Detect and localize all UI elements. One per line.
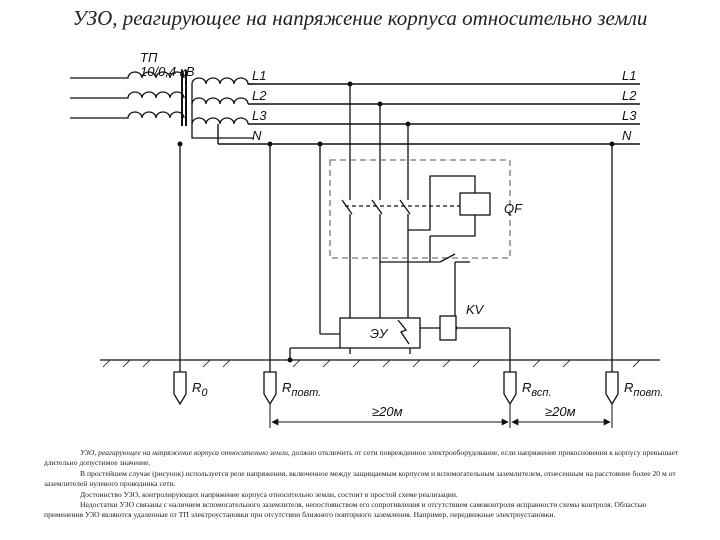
caption-text: УЗО, реагирующее на напряжение корпуса о… [44,448,684,521]
distance-dimensions [269,404,613,428]
phase-label-left-l2: L2 [252,88,267,103]
transformer-rating: 10/0,4 кВ [140,64,195,79]
ground-surface [100,359,660,368]
circuit-diagram: ТП 10/0,4 кВ L1 L2 L3 N L1 L2 L3 N QF KV… [70,50,663,428]
bus-lines [217,83,640,145]
ground-label-rpovt-right: Rповт. [624,380,663,399]
ground-label-rvsp: Rвсп. [522,380,552,399]
ground-electrode-rpovt-left [263,371,277,406]
caption-lead: УЗО, реагирующее на напряжение корпуса о… [80,448,290,457]
page-title: УЗО, реагирующее на напряжение корпуса о… [72,6,648,30]
phase-label-right-l3: L3 [622,108,637,123]
transformer-label: ТП [140,50,158,65]
phase-label-left-l1: L1 [252,68,266,83]
caption-paragraph-4: Недостатки УЗО связаны с наличием вспомо… [44,500,647,520]
ground-label-rpovt-left: Rповт. [282,380,321,399]
ground-label-r0: R0 [192,380,208,399]
caption-paragraph-1: УЗО, реагирующее на напряжение корпуса о… [44,448,684,469]
distance-label-1: ≥20м [372,404,403,419]
phase-label-right-l2: L2 [622,88,637,103]
relay-label: KV [466,302,485,317]
phase-label-left-n: N [252,128,262,143]
caption-p1-rest: должно отключить от сети поврежденное эл… [44,448,679,468]
breaker-label: QF [504,201,523,216]
phase-label-right-n: N [622,128,632,143]
distance-label-2: ≥20м [545,404,576,419]
device-label: ЭУ [370,326,389,341]
phase-label-left-l3: L3 [252,108,267,123]
caption-paragraph-3: Достоинство УЗО, контролирующих напряжен… [80,489,458,499]
transformer-primary-coils [70,71,185,119]
ground-electrode-rpovt-right [605,371,619,406]
transformer-secondary-coils [191,77,254,139]
phase-label-right-l1: L1 [622,68,636,83]
ground-electrode-rvsp [503,371,517,406]
ground-electrode-r0 [173,371,187,406]
caption-paragraph-2: В простейшем случае (рисунок) использует… [44,468,676,489]
